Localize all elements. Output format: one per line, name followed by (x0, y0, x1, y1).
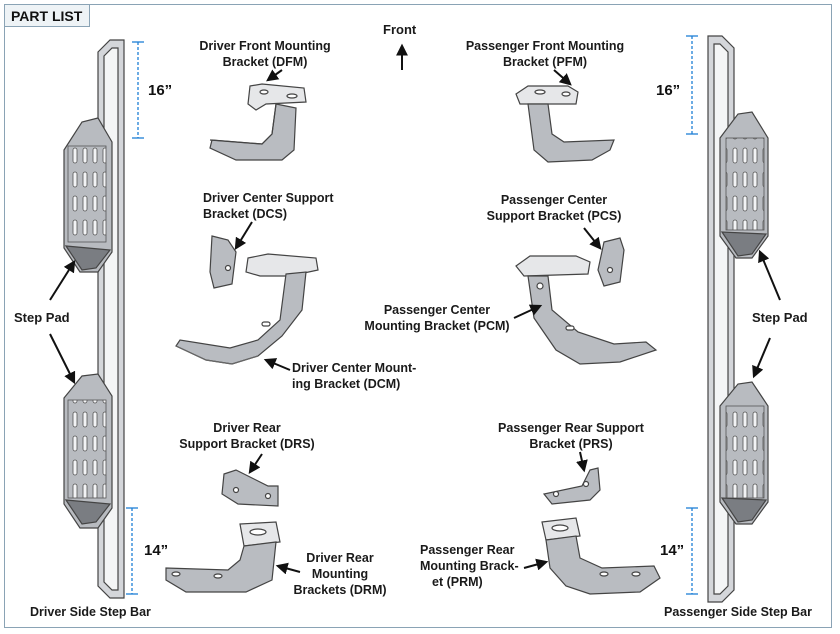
arrow-pcm (513, 304, 543, 319)
passenger-side-step-bar (707, 35, 769, 603)
step-pad-lower-right (719, 381, 769, 525)
dimension-right-top: 16” (656, 82, 681, 99)
step-pad-lower-left (63, 373, 113, 529)
label-drm-line1: Driver Rear (306, 551, 374, 565)
arrow-dfm (266, 69, 283, 82)
label-prm-line3: et (PRM) (432, 575, 483, 589)
dimension-left-bottom: 14” (144, 542, 169, 559)
front-label: Front (383, 22, 417, 37)
label-drs: Driver Rear Support Bracket (DRS) (172, 420, 322, 452)
label-drm-line3: Brackets (DRM) (293, 583, 387, 597)
arrow-pfm (553, 69, 572, 86)
label-dcs: Driver Center Support Bracket (DCS) (203, 190, 334, 222)
driver-rear-support-bracket (221, 469, 279, 507)
part-list-panel: PART LIST (4, 4, 832, 628)
arrow-prm (523, 558, 549, 571)
driver-rear-mounting-bracket (165, 521, 281, 593)
label-dfm-line2: Bracket (DFM) (222, 55, 308, 69)
driver-center-support-bracket (209, 235, 237, 289)
dimension-right-bottom: 14” (660, 542, 685, 559)
label-pcs: Passenger Center Support Bracket (PCS) (484, 192, 624, 224)
label-prs: Passenger Rear Support Bracket (PRS) (494, 420, 648, 452)
arrow-dcm (263, 358, 291, 371)
label-pcm-line1: Passenger Center (383, 303, 491, 317)
passenger-rear-support-bracket (542, 467, 601, 505)
label-drs-line2: Support Bracket (DRS) (179, 437, 315, 451)
label-pcm-line2: Mounting Bracket (PCM) (364, 319, 510, 333)
step-pad-upper-left (63, 117, 113, 273)
label-prm: Passenger Rear Mounting Brack- et (PRM) (420, 542, 519, 590)
label-prs-line1: Passenger Rear Support (498, 421, 644, 435)
dimension-line-right-top (686, 35, 698, 135)
label-prm-line2: Mounting Brack- (420, 559, 519, 573)
label-pfm-line2: Bracket (PFM) (502, 55, 588, 69)
passenger-front-mounting-bracket (515, 85, 615, 163)
label-dcs-line2: Bracket (DCS) (203, 207, 288, 221)
passenger-rear-mounting-bracket (541, 517, 661, 595)
driver-front-mounting-bracket (209, 83, 307, 161)
dimension-line-left-top (132, 41, 144, 139)
dimension-left-top: 16” (148, 82, 173, 99)
part-list-title: PART LIST (5, 5, 90, 27)
step-pad-label-right: Step Pad (752, 310, 808, 325)
arrow-step-pad-right-down (752, 337, 771, 379)
label-prs-line2: Bracket (PRS) (529, 437, 613, 451)
passenger-side-step-bar-label: Passenger Side Step Bar (664, 605, 812, 619)
label-drm-line2: Mounting (311, 567, 369, 581)
label-pcs-line1: Passenger Center (500, 193, 608, 207)
dimension-line-right-bottom (686, 507, 698, 595)
driver-side-step-bar-label: Driver Side Step Bar (30, 605, 151, 619)
arrow-drs (248, 453, 263, 474)
step-pad-upper-right (719, 111, 769, 259)
label-pfm: Passenger Front Mounting Bracket (PFM) (458, 38, 632, 70)
label-dfm-line1: Driver Front Mounting (199, 39, 331, 53)
label-prm-line1: Passenger Rear (420, 543, 515, 557)
label-drm: Driver Rear Mounting Brackets (DRM) (288, 550, 392, 598)
passenger-center-support-bracket (597, 237, 625, 287)
step-pad-label-left: Step Pad (14, 310, 70, 325)
arrow-step-pad-left-up (49, 259, 76, 301)
dimension-line-left-bottom (126, 507, 138, 595)
label-dfm: Driver Front Mounting Bracket (DFM) (190, 38, 340, 70)
arrow-step-pad-right-up (758, 249, 781, 301)
label-dcm-line2: ing Bracket (DCM) (292, 377, 401, 391)
arrow-drm (275, 562, 301, 575)
label-dcs-line1: Driver Center Support (203, 191, 334, 205)
label-dcm-line1: Driver Center Mount- (292, 361, 417, 375)
arrow-prs (576, 451, 588, 473)
arrow-pcs (583, 227, 602, 250)
label-pcs-line2: Support Bracket (PCS) (486, 209, 622, 223)
driver-side-step-bar (63, 39, 125, 599)
label-pfm-line1: Passenger Front Mounting (465, 39, 625, 53)
driver-center-mounting-bracket (175, 253, 319, 365)
arrow-step-pad-left-down (49, 333, 76, 385)
passenger-center-mounting-bracket (515, 255, 658, 365)
arrow-dcs (234, 221, 253, 251)
label-drs-line1: Driver Rear (213, 421, 281, 435)
label-pcm: Passenger Center Mounting Bracket (PCM) (362, 302, 512, 334)
label-dcm: Driver Center Mount- ing Bracket (DCM) (292, 360, 416, 392)
